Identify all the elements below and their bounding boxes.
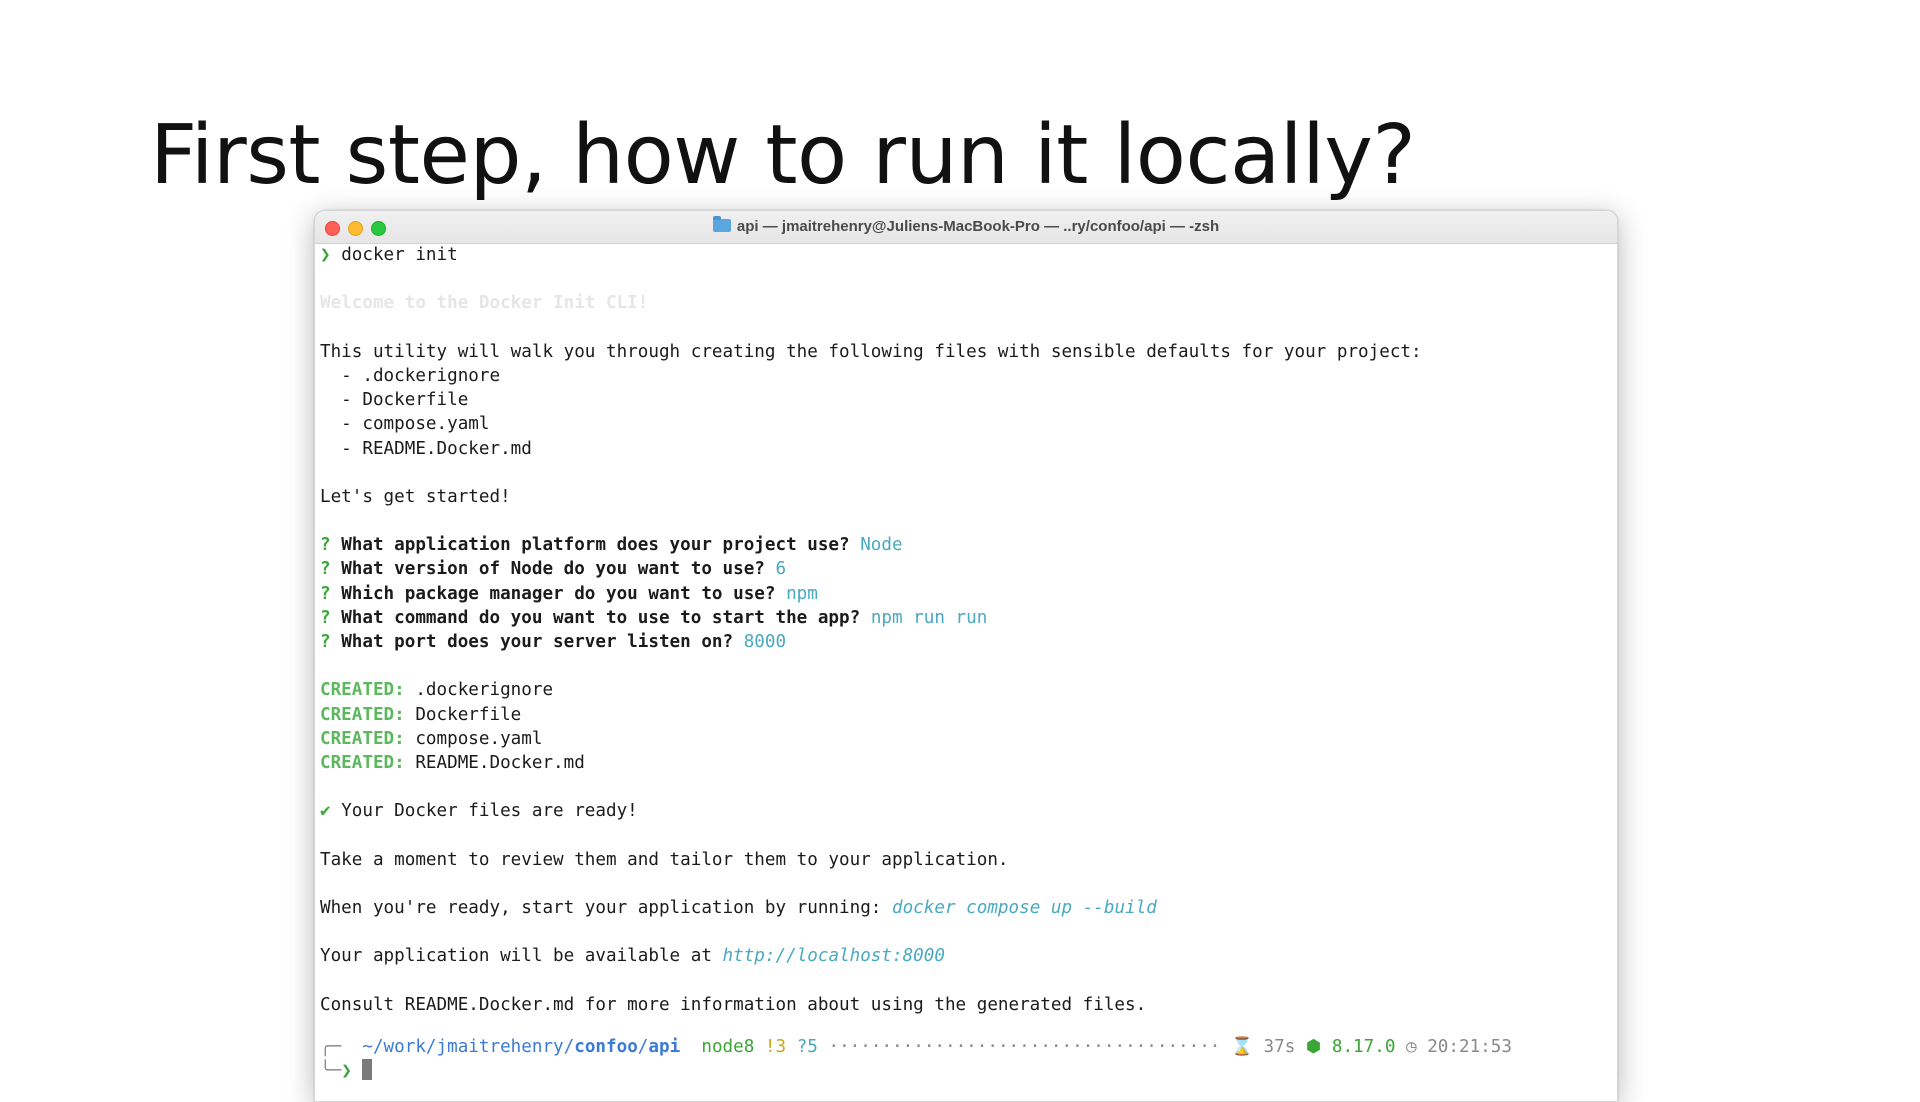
created-line: CREATED: .dockerignore xyxy=(320,678,1617,702)
git-untracked: ?5 xyxy=(796,1037,818,1057)
path-segment: api xyxy=(648,1037,681,1057)
prompt-symbol: ❯ xyxy=(320,245,331,265)
path-separator: / xyxy=(637,1037,649,1057)
path-prefix: ~/work/jmaitrehenry/ xyxy=(362,1037,575,1057)
git-branch: node8 xyxy=(701,1037,755,1057)
minimize-button[interactable] xyxy=(348,221,363,236)
created-line: CREATED: README.Docker.md xyxy=(320,751,1617,775)
question-mark: ? xyxy=(320,559,331,580)
answer-text: 8000 xyxy=(743,632,787,652)
created-file: Dockerfile xyxy=(415,704,522,725)
run-command: docker compose up --build xyxy=(892,898,1157,919)
consult-text: Consult README.Docker.md for more inform… xyxy=(320,994,1147,1015)
created-label: CREATED: xyxy=(320,752,405,773)
answer-text: npm run run xyxy=(870,607,988,628)
file-list-item: - .dockerignore xyxy=(320,365,501,386)
terminal-window[interactable]: api — jmaitrehenry@Juliens-MacBook-Pro —… xyxy=(314,210,1618,1102)
created-label: CREATED: xyxy=(320,728,405,749)
answer-text: 6 xyxy=(775,559,787,580)
node-version: 8.17.0 xyxy=(1331,1037,1396,1057)
zoom-button[interactable] xyxy=(371,221,386,236)
run-prefix: When you're ready, start your applicatio… xyxy=(320,898,892,919)
text-cursor[interactable] xyxy=(362,1059,373,1081)
started-text: Let's get started! xyxy=(320,486,511,507)
available-prefix: Your application will be available at xyxy=(320,946,723,967)
intro-text: This utility will walk you through creat… xyxy=(320,341,1422,362)
file-list-item: - Dockerfile xyxy=(320,390,469,411)
question-line: ? What port does your server listen on? … xyxy=(320,630,1617,654)
input-line[interactable]: ╰─❯ xyxy=(320,1059,1617,1083)
path-segment: confoo xyxy=(574,1037,638,1057)
ready-line: ✔ Your Docker files are ready! xyxy=(320,799,1617,823)
question-text: What version of Node do you want to use? xyxy=(341,559,765,580)
folder-icon xyxy=(712,216,731,232)
question-line: ? What version of Node do you want to us… xyxy=(320,557,1617,581)
file-list-item: - README.Docker.md xyxy=(320,438,532,459)
slide-title: First step, how to run it locally? xyxy=(150,108,1416,203)
created-line: CREATED: compose.yaml xyxy=(320,727,1617,751)
question-text: Which package manager do you want to use… xyxy=(341,583,776,604)
question-mark: ? xyxy=(320,607,331,628)
question-line: ? What command do you want to use to sta… xyxy=(320,606,1617,630)
available-line: Your application will be available at ht… xyxy=(320,944,1617,968)
status-line: ╭─ ~/work/jmaitrehenry/confoo/api node8 … xyxy=(320,1035,1617,1059)
prompt-corner-bottom: ╰─ xyxy=(320,1061,342,1082)
clock-time: 20:21:53 xyxy=(1427,1037,1512,1057)
status-filler: ····································· xyxy=(828,1037,1221,1057)
welcome-text: Welcome to the Docker Init CLI! xyxy=(320,293,649,314)
window-title-text: api — jmaitrehenry@Juliens-MacBook-Pro —… xyxy=(736,218,1220,235)
command-line: ❯ docker init xyxy=(320,243,1617,267)
answer-text: Node xyxy=(860,535,903,556)
clock-icon: ◷ xyxy=(1406,1037,1417,1057)
question-mark: ? xyxy=(320,535,331,556)
localhost-link[interactable]: http://localhost:8000 xyxy=(722,946,945,967)
ready-text: Your Docker files are ready! xyxy=(341,801,638,822)
question-mark: ? xyxy=(320,583,331,604)
question-mark: ? xyxy=(320,632,331,652)
created-label: CREATED: xyxy=(320,704,405,725)
path: ~/work/jmaitrehenry/confoo/api xyxy=(362,1037,680,1057)
node-icon: ⬢ xyxy=(1305,1037,1322,1057)
question-line: ? What application platform does your pr… xyxy=(320,533,1617,557)
prompt-symbol: ❯ xyxy=(341,1061,352,1082)
created-label: CREATED: xyxy=(320,680,405,701)
check-icon: ✔ xyxy=(320,801,331,822)
git-modified: !3 xyxy=(764,1037,787,1057)
prompt-corner-top: ╭─ xyxy=(320,1037,342,1057)
title-bar[interactable]: api — jmaitrehenry@Juliens-MacBook-Pro —… xyxy=(315,211,1617,244)
question-text: What port does your server listen on? xyxy=(341,632,734,652)
question-text: What application platform does your proj… xyxy=(341,535,850,556)
question-text: What command do you want to use to start… xyxy=(341,607,861,628)
answer-text: npm xyxy=(786,583,818,604)
review-text: Take a moment to review them and tailor … xyxy=(320,849,1009,870)
created-file: compose.yaml xyxy=(415,728,543,749)
close-button[interactable] xyxy=(325,221,340,236)
command-duration: 37s xyxy=(1263,1037,1296,1057)
created-file: README.Docker.md xyxy=(415,752,585,773)
created-file: .dockerignore xyxy=(415,680,554,701)
file-list-item: - compose.yaml xyxy=(320,414,490,435)
command-text: docker init xyxy=(341,245,458,265)
hourglass-icon: ⌛ xyxy=(1231,1037,1253,1057)
question-line: ? Which package manager do you want to u… xyxy=(320,582,1617,606)
window-title: api — jmaitrehenry@Juliens-MacBook-Pro —… xyxy=(315,211,1617,243)
terminal-output[interactable]: ❯ docker init Welcome to the Docker Init… xyxy=(320,243,1617,1083)
created-line: CREATED: Dockerfile xyxy=(320,703,1617,727)
run-line: When you're ready, start your applicatio… xyxy=(320,896,1617,920)
